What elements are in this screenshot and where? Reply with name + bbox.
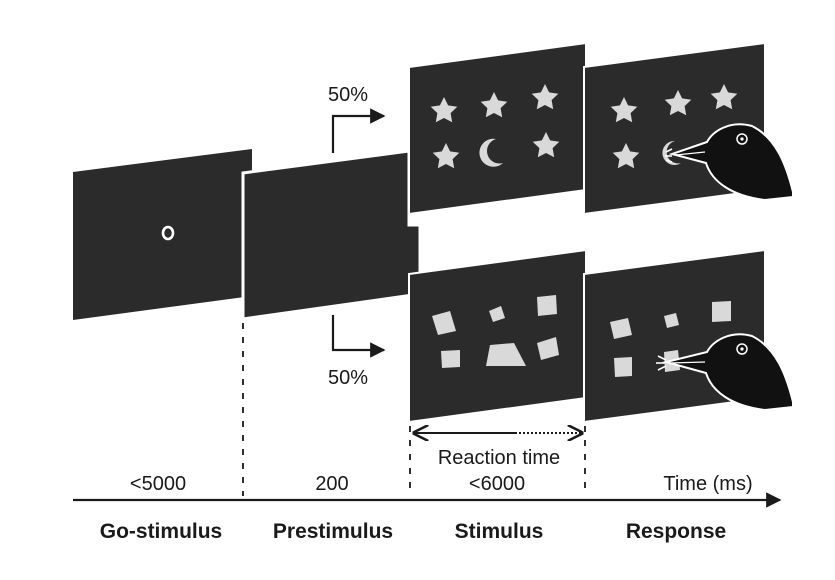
polygon-shape — [712, 301, 731, 322]
phase-label-response: Response — [626, 520, 726, 543]
branch-arrow-bottom — [331, 315, 386, 358]
go-stimulus-panel — [73, 149, 252, 320]
axis-label: Time (ms) — [663, 473, 752, 495]
phase-label-stimulus: Stimulus — [455, 520, 544, 543]
polygon-shape — [614, 357, 632, 377]
polygon-shape — [537, 337, 559, 360]
moon-icon — [479, 138, 503, 167]
polygon-shape — [486, 343, 526, 366]
peck-spark-icon — [656, 355, 667, 371]
stimulus-panel-top — [408, 41, 587, 216]
duration-go: <5000 — [130, 473, 186, 495]
peck-spark-icon — [665, 148, 673, 163]
polygon-shape — [489, 306, 505, 322]
duration-stimulus: <6000 — [469, 473, 525, 495]
phase-label-go: Go-stimulus — [100, 520, 223, 543]
phase-label-prestimulus: Prestimulus — [273, 520, 393, 543]
polygon-shape — [664, 313, 679, 328]
polygon-shape — [610, 318, 632, 339]
polygon-shape — [432, 311, 456, 335]
stimulus-panel-bottom — [408, 248, 587, 424]
reaction-time-label: Reaction time — [438, 447, 560, 469]
branch-arrow-top — [331, 108, 386, 153]
branch-percent-top: 50% — [328, 84, 368, 106]
fixation-circle — [161, 225, 175, 241]
moon-icon — [662, 140, 681, 165]
prestimulus-panel — [241, 149, 422, 321]
duration-prestimulus: 200 — [315, 473, 348, 495]
polygon-shape — [441, 350, 460, 368]
branch-percent-bottom: 50% — [328, 367, 368, 389]
polygon-shape — [537, 295, 557, 316]
response-panel-top — [583, 41, 794, 216]
crow-head-icon — [662, 333, 794, 412]
response-panel-bottom — [583, 248, 794, 424]
crow-head-icon — [668, 123, 794, 202]
